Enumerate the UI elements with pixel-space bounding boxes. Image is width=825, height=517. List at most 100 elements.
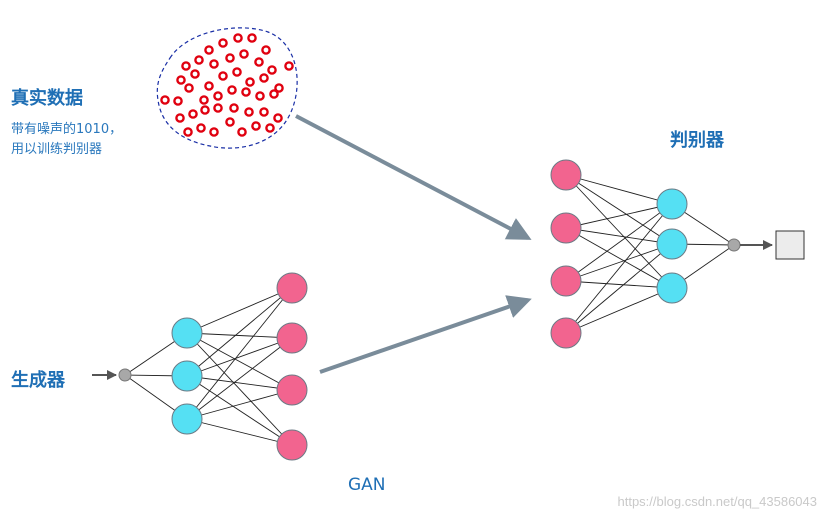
real-data-note-line1: 带有噪声的1010， (11, 122, 123, 137)
noise-dots (160, 33, 294, 137)
discriminator-input-node (550, 212, 582, 244)
discriminator-input-node (550, 159, 582, 191)
noise-dot (259, 73, 269, 83)
noise-dot (269, 89, 279, 99)
noise-dot (244, 107, 254, 117)
noise-dot (183, 127, 193, 137)
noise-dot (273, 113, 283, 123)
noise-dot (229, 103, 239, 113)
gan-title: GAN (348, 475, 386, 495)
noise-dot (196, 123, 206, 133)
real-data-note: 带有噪声的1010， 用以训练判别器 (11, 120, 122, 160)
noise-dot (265, 123, 275, 133)
discriminator-output-connector (727, 238, 741, 252)
noise-dot (237, 127, 247, 137)
noise-dot (225, 117, 235, 127)
discriminator-link (565, 243, 673, 282)
discriminator-links (565, 174, 735, 334)
generator-output-node (276, 429, 308, 461)
generator-output-arrow (319, 295, 532, 374)
discriminator-link (565, 227, 673, 289)
generator-link (186, 332, 293, 391)
noise-dot (184, 83, 194, 93)
noise-dot (247, 33, 257, 43)
noise-dot (213, 91, 223, 101)
noise-dot (251, 121, 261, 131)
noise-dot (209, 127, 219, 137)
generator-output-node (276, 322, 308, 354)
discriminator-link (565, 174, 673, 205)
discriminator-input-node (550, 265, 582, 297)
watermark: https://blog.csdn.net/qq_43586043 (617, 494, 818, 509)
generator-link (186, 332, 293, 446)
noise-dot (200, 105, 210, 115)
discriminator-link (565, 243, 673, 334)
real-data-title: 真实数据 (11, 88, 83, 109)
noise-dot (204, 81, 214, 91)
noise-dot (181, 61, 191, 71)
generator-input-node (171, 317, 203, 349)
noise-dot (261, 45, 271, 55)
generator-input-node (171, 403, 203, 435)
noise-dot (213, 103, 223, 113)
generator-output-node (276, 272, 308, 304)
noise-dot (218, 71, 228, 81)
discriminator-result-box (775, 230, 805, 260)
generator-link (186, 287, 293, 334)
noise-dot (227, 85, 237, 95)
noise-dot (194, 55, 204, 65)
noise-dot (160, 95, 170, 105)
generator-label: 生成器 (11, 370, 65, 391)
discriminator-link (565, 287, 673, 334)
generator-links (124, 287, 293, 446)
real-data-note-line2: 用以训练判别器 (11, 142, 103, 157)
noise-dot (190, 69, 200, 79)
noise-dot (176, 75, 186, 85)
noise-dot (204, 45, 214, 55)
discriminator-hidden-node (656, 228, 688, 260)
noise-dot (188, 109, 198, 119)
noise-dot (259, 107, 269, 117)
generator-link (186, 332, 293, 339)
discriminator-link (565, 174, 673, 289)
generator-output-node (276, 374, 308, 406)
discriminator-label: 判别器 (670, 130, 724, 151)
noise-dot (241, 87, 251, 97)
noise-dot (209, 59, 219, 69)
real-data-cloud (156, 27, 298, 149)
noise-dot (254, 57, 264, 67)
noise-dot (199, 95, 209, 105)
noise-dot (284, 61, 294, 71)
discriminator-link (565, 280, 673, 289)
discriminator-input-node (550, 317, 582, 349)
noise-dot (245, 77, 255, 87)
generator-link (186, 375, 293, 391)
noise-dot (255, 91, 265, 101)
noise-dot (225, 53, 235, 63)
generator-link (186, 375, 293, 446)
noise-dot (173, 96, 183, 106)
noise-dot (232, 67, 242, 77)
discriminator-link (565, 174, 673, 245)
generator-link (186, 337, 293, 420)
generator-link (186, 287, 293, 377)
discriminator-link (565, 203, 673, 282)
noise-dot (218, 38, 228, 48)
generator-link (186, 418, 293, 446)
generator-input-connector (118, 368, 132, 382)
generator-link (186, 389, 293, 420)
noise-dot (274, 83, 284, 93)
real-data-arrow (295, 114, 532, 240)
discriminator-link (565, 203, 673, 229)
generator-input-node (171, 360, 203, 392)
discriminator-hidden-node (656, 188, 688, 220)
noise-dot (239, 49, 249, 59)
discriminator-link (565, 227, 673, 245)
discriminator-hidden-node (656, 272, 688, 304)
noise-dot (267, 65, 277, 75)
generator-link (186, 287, 293, 420)
noise-dot (233, 33, 243, 43)
noise-dot (175, 113, 185, 123)
generator-link (186, 337, 293, 377)
